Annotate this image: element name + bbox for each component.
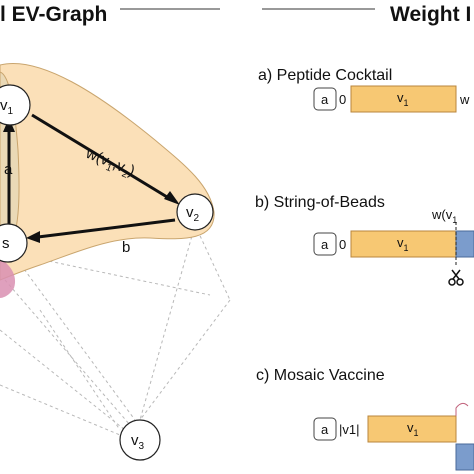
box-a-mosaic-label: a <box>321 422 329 437</box>
weight-panel: Weight I a) Peptide Cocktail a 0 v1 w b)… <box>255 3 474 471</box>
ev-graph-title: l EV-Graph <box>0 3 107 26</box>
hull-shape <box>0 63 215 281</box>
edge-b-label: b <box>122 239 130 256</box>
weight-label-beads: w(v1 <box>431 207 457 225</box>
arrow-head-w <box>164 191 180 205</box>
box-a-beads-label: a <box>321 237 329 252</box>
node-v2-label: v2 <box>186 204 200 224</box>
node-v2[interactable] <box>176 193 214 231</box>
box-a-peptide <box>313 87 337 111</box>
pink-region <box>0 258 16 298</box>
section-label-string-of-beads: b) String-of-Beads <box>255 194 385 211</box>
bracket-mosaic <box>455 402 469 416</box>
box-a-beads <box>313 232 337 256</box>
edge-w-line <box>31 113 173 202</box>
node-s-label: s <box>2 235 10 252</box>
zero-beads: 0 <box>339 237 346 252</box>
scissors-icon <box>448 269 464 286</box>
solid-edges <box>7 113 176 239</box>
node-v3-label: v3 <box>131 432 145 452</box>
tail-peptide: w <box>459 92 470 107</box>
bar-v2-mosaic <box>455 443 474 471</box>
bar-v2-beads <box>455 230 474 258</box>
zero-peptide: 0 <box>339 92 346 107</box>
edge-a-label: a <box>4 161 13 178</box>
box-a-mosaic <box>313 417 337 441</box>
node-v1[interactable] <box>0 84 31 126</box>
bar-v1-beads-label: v1 <box>397 235 409 253</box>
ev-graph-panel: l EV-Graph v1 v2 <box>0 3 231 461</box>
edge-b-line <box>37 218 176 239</box>
box-a-peptide-label: a <box>321 92 329 107</box>
weight-title: Weight I <box>390 3 471 26</box>
dashed-edges <box>0 224 231 436</box>
bar-v1-peptide-label: v1 <box>397 90 409 108</box>
bar-v1-mosaic <box>367 415 457 443</box>
section-label-mosaic-vaccine: c) Mosaic Vaccine <box>256 367 385 384</box>
bar-v1-mosaic-label: v1 <box>407 420 419 438</box>
node-v1-label: v1 <box>0 97 14 117</box>
bar-v1-peptide <box>350 85 457 113</box>
node-s[interactable] <box>0 223 28 263</box>
length-mosaic: |v1| <box>339 422 359 437</box>
arrow-head-b <box>26 231 40 243</box>
section-label-peptide-cocktail: a) Peptide Cocktail <box>258 67 392 84</box>
node-v3[interactable] <box>119 419 161 461</box>
